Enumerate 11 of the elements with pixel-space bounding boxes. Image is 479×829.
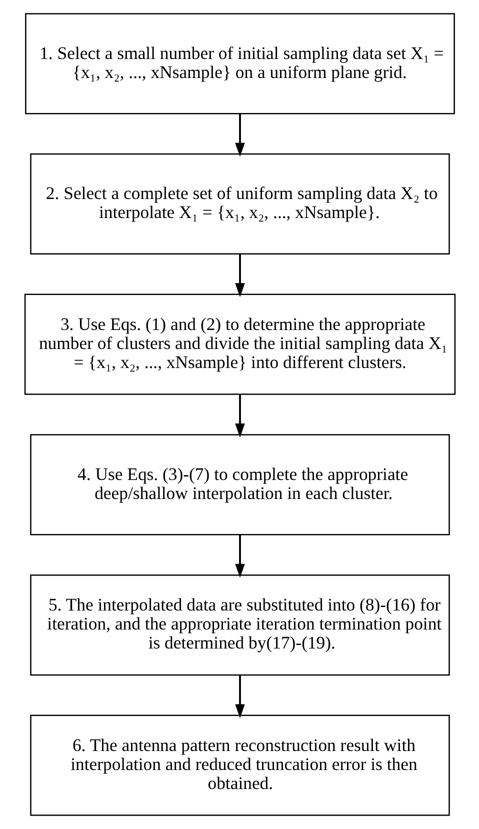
node-box: 4. Use Eqs. (3)-(7) to complete the appropriate deep/shallow interpolation in each cluster. [30,434,450,536]
arrow [234,114,244,157]
node-box: 3. Use Eqs. (1) and (2) to determine the appropriate number of clusters and divide the initial sampling data X₁ = {x₁, x₂, ..., xNsample} into different clusters. [24,294,456,395]
arrow [234,394,244,438]
node-box: 6. The antenna pattern reconstruction result with interpolation and reduced truncation error is then obtained. [30,714,450,816]
arrow [234,675,244,718]
node-box: 1. Select a small number of initial sampling data set X₁ = {x₁, x₂, ..., xNsample} on a uniform plane grid. [24,13,454,114]
node-box: 2. Select a complete set of uniform sampling data X₂ to interpolate X₁ = {x₁, x₂, ..., xNsample}. [30,153,450,255]
arrow [234,534,244,578]
arrow [234,254,244,298]
node-box: 5. The interpolated data are substituted into (8)-(16) for iteration, and the appropriate iteration termination point is determined by(17)-(19). [30,574,450,676]
